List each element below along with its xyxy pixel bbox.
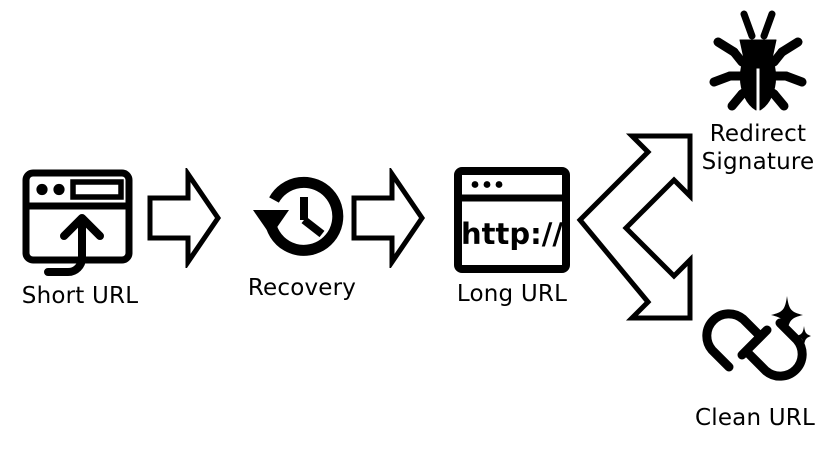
diagram-node-redirect-signature[interactable]: Redirect Signature bbox=[688, 10, 828, 176]
diagram-node-label-redirect-signature: Redirect Signature bbox=[701, 121, 815, 176]
bug-icon bbox=[704, 10, 812, 114]
diagram-node-clean-url[interactable]: Clean URL bbox=[682, 292, 828, 432]
clock-counterclockwise-arrow-icon bbox=[252, 172, 352, 268]
diagram-node-label-recovery: Recovery bbox=[247, 275, 357, 301]
block-arrow-right-icon-2 bbox=[350, 165, 426, 271]
diagram-node-label-clean-url: Clean URL bbox=[694, 405, 815, 431]
diagram-node-label-long-url: Long URL bbox=[456, 281, 568, 307]
diagram-node-label-short-url: Short URL bbox=[21, 283, 139, 309]
diagram-node-short-url[interactable]: Short URL bbox=[6, 168, 154, 310]
browser-url-text: http:// bbox=[461, 217, 563, 251]
diagram-node-recovery[interactable]: Recovery bbox=[228, 172, 376, 302]
chain-link-sparkle-icon bbox=[699, 292, 811, 398]
fork-arrow-split-icon bbox=[570, 118, 700, 328]
browser-window-http-icon: http:// bbox=[453, 166, 571, 274]
sparkle-small bbox=[797, 326, 811, 346]
browser-window-up-arrow-icon bbox=[20, 168, 140, 276]
sparkle-large bbox=[771, 296, 803, 334]
block-arrow-right-icon-1 bbox=[146, 165, 222, 271]
diagram-node-long-url[interactable]: http:// Long URL bbox=[438, 166, 586, 308]
